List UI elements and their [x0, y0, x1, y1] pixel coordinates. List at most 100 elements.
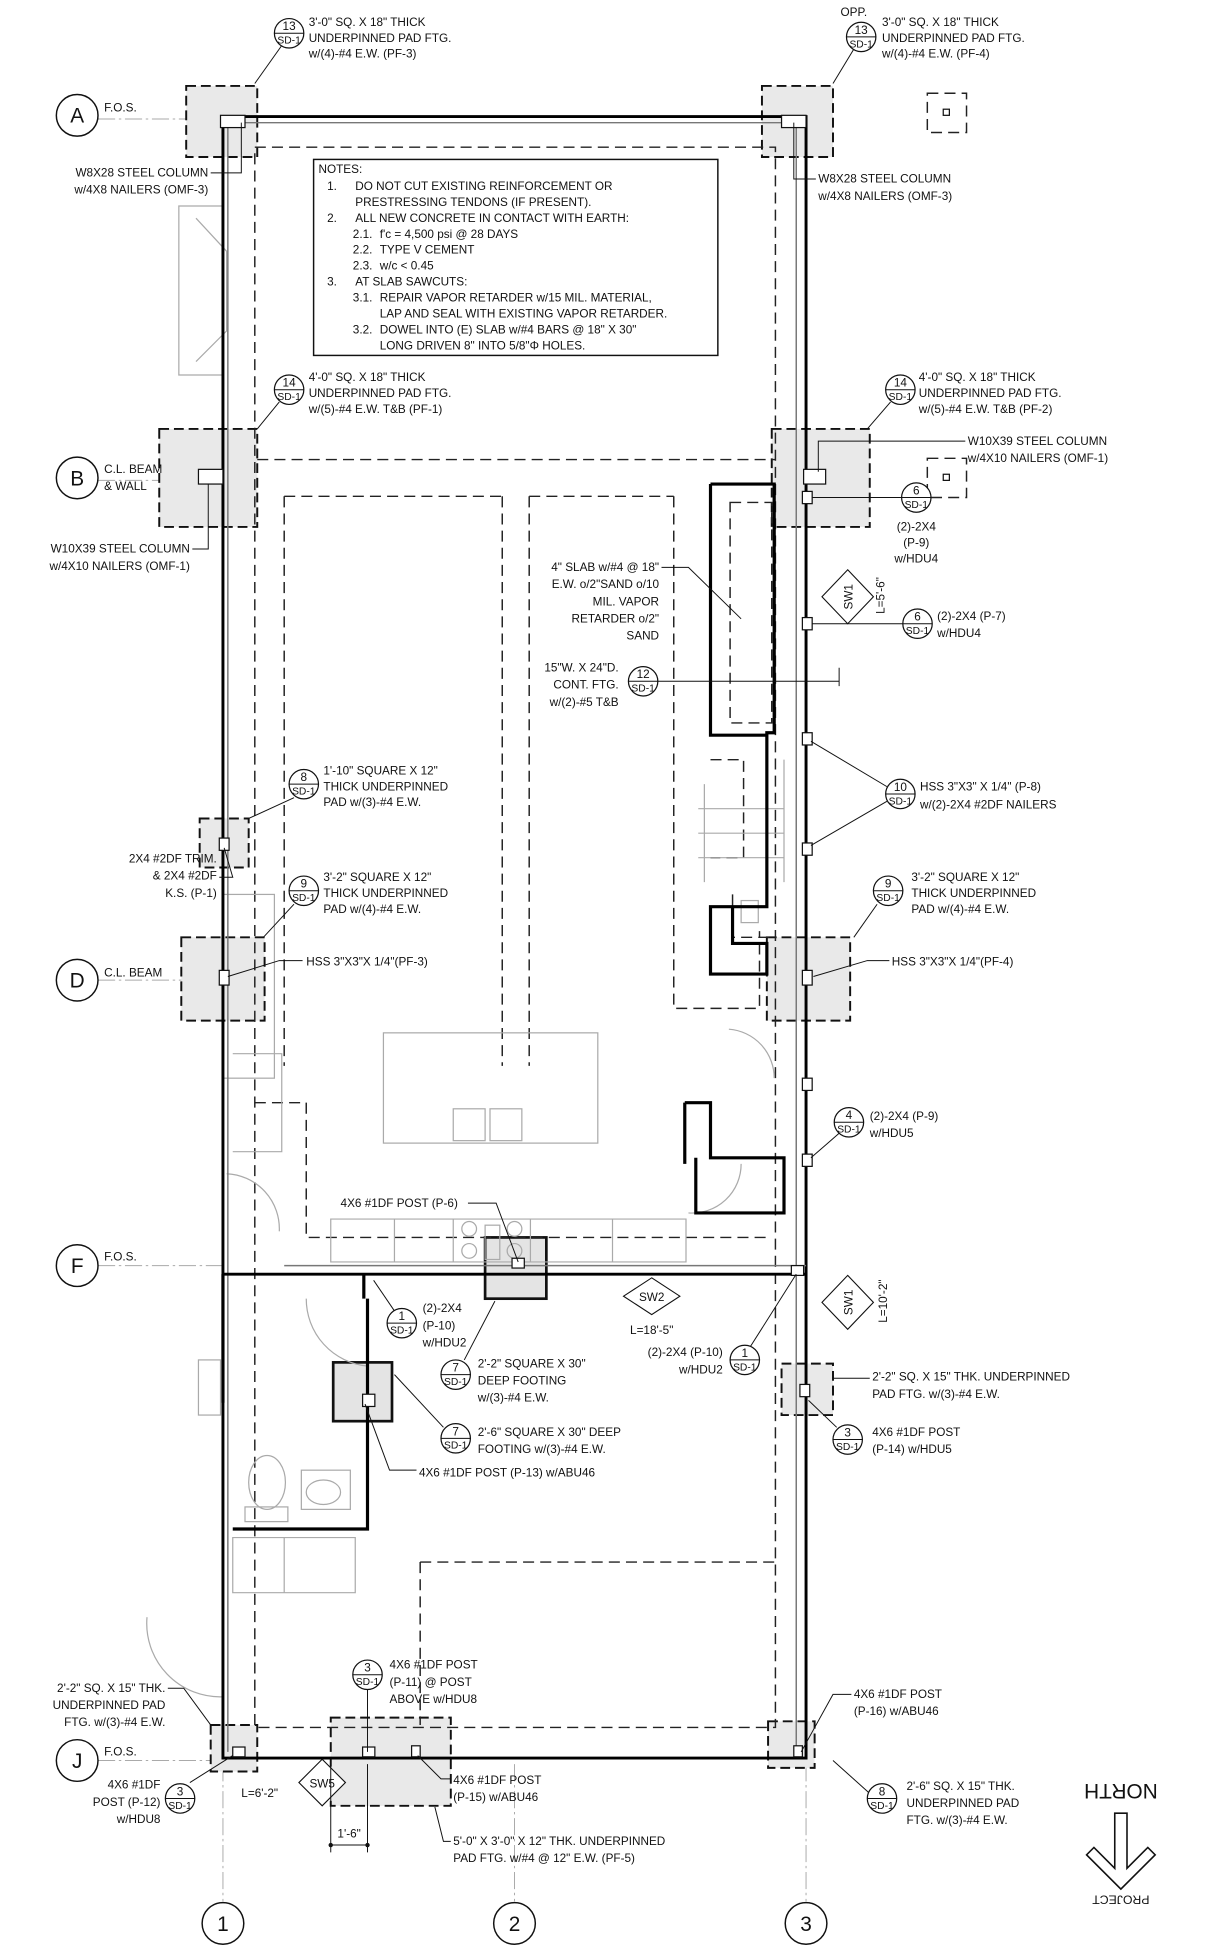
drawing-linework [192, 484, 209, 550]
annotation-text: w/HDU2 [678, 1363, 723, 1376]
detail-callout[interactable]: 3 SD-1 4X6 #1DF POST (P-14) w/HDU5 [832, 1424, 960, 1456]
annotation-text: w/(3)-#4 E.W. [477, 1392, 549, 1405]
drawing-linework [189, 1755, 234, 1783]
bubble-circle [55, 1738, 99, 1783]
detail-callout[interactable]: OPP. 13 SD-1 3'-0" SQ. X 18" THICK UNDER… [841, 6, 1025, 61]
annotation-text: 4'-0" SQ. X 18" THICK [309, 371, 426, 384]
annotation-text: 2'-6" SQ. X 15" THK. [907, 1780, 1015, 1793]
annotation-text: THICK UNDERPINNED [323, 780, 448, 793]
drawing-linework [740, 899, 759, 924]
detail-callout[interactable]: 1 SD-1 (2)-2X4 (P-10) w/HDU2 [386, 1302, 466, 1349]
detail-callout[interactable]: 3 SD-1 4X6 #1DF POST (P-12) w/HDU8 [93, 1779, 196, 1826]
existing-pad [926, 457, 968, 499]
detail-callout[interactable]: 13 SD-1 3'-0" SQ. X 18" THICK UNDERPINNE… [273, 16, 451, 61]
detail-callout[interactable]: 8 SD-1 1'-10" SQUARE X 12" THICK UNDERPI… [288, 764, 448, 809]
drawing-linework [790, 1264, 805, 1277]
detail-callout[interactable]: 9 SD-1 3'-2" SQUARE X 12" THICK UNDERPIN… [872, 871, 1036, 916]
detail-callout[interactable]: 6 SD-1 (2)-2X4 (P-7) w/HDU4 [902, 608, 1006, 640]
drawing-linework [942, 473, 950, 481]
annotation-text: w/(5)-#4 E.W. T&B (PF-2) [918, 403, 1053, 416]
drawing-linework [256, 401, 280, 430]
detail-callout[interactable]: 10 SD-1 HSS 3"X3" X 1/4" (P-8) w/(2)-2X4… [885, 778, 1057, 812]
drawing-linework [305, 1298, 368, 1367]
drawing-linework [373, 1280, 395, 1312]
bubble-circle [784, 1901, 828, 1945]
detail-callout[interactable]: 14 SD-1 4'-0" SQ. X 18" THICK UNDERPINNE… [885, 371, 1062, 416]
drawing-linework [219, 847, 234, 878]
annotation-text: (P-15) w/ABU46 [453, 1791, 538, 1804]
annotation-text: w/HDU8 [116, 1813, 161, 1826]
detail-callout[interactable]: 3 SD-1 4X6 #1DF POST (P-11) @ POST ABOVE… [352, 1659, 478, 1706]
annotation-text: & 2X4 #2DF [153, 870, 217, 883]
existing-pad [926, 92, 968, 134]
drawing-linework [729, 501, 773, 724]
dimension-1-6: 1'-6" [328, 1764, 370, 1853]
detail-callout[interactable]: 9 SD-1 3'-2" SQUARE X 12" THICK UNDERPIN… [288, 871, 448, 916]
annotation-text: SD-1 [390, 1326, 414, 1337]
annotation-text: FTG. w/(3)-#4 E.W. [64, 1716, 165, 1729]
shear-wall-tag-sw5[interactable]: SW5 L=6'-2" [241, 1758, 347, 1807]
detail-callout[interactable]: 7 SD-1 2'-6" SQUARE X 30" DEEP FOOTING w… [440, 1423, 621, 1456]
annotation-text: 13 [855, 24, 869, 37]
annotation-text: 3'-2" SQUARE X 12" [323, 871, 431, 884]
drawing-linework [312, 158, 719, 357]
drawing-linework [227, 960, 303, 977]
annotation-text: 3'-0" SQ. X 18" THICK [309, 16, 426, 29]
annotation-text: w/HDU4 [936, 627, 981, 640]
annotation-text: 2.2. [353, 244, 373, 257]
grid-bubble-d: D C.L. BEAM [55, 958, 162, 1002]
shear-wall-tag-sw1-upper[interactable]: SW1 L=5'-6" [821, 569, 887, 625]
drawing-linework [254, 146, 777, 1729]
detail-callout[interactable]: 12 SD-1 15"W. X 24"D. CONT. FTG. w/(2)-#… [544, 661, 659, 709]
drawing-linework [853, 903, 878, 938]
drawing-linework [801, 490, 813, 505]
drawing-linework [227, 121, 797, 1752]
annotation-text: J [72, 1750, 82, 1773]
drawing-linework [300, 1469, 351, 1510]
footing-outline [254, 146, 777, 1729]
annotation-text: w/(4)-#4 E.W. (PF-4) [881, 48, 990, 61]
drawing-linework [232, 1536, 356, 1594]
drawing-linework [749, 1273, 797, 1348]
drawing-linework [254, 45, 283, 84]
drawing-linework [146, 1617, 223, 1698]
bubble-circle [461, 1242, 478, 1259]
drawing-linework [218, 837, 230, 851]
pad-j1 [209, 1723, 259, 1773]
annotation-text: FOOTING w/(3)-#4 E.W. [478, 1443, 606, 1456]
annotation-text: SD-1 [889, 392, 913, 403]
annotation-text: 8 [301, 771, 308, 784]
annotation-text: ABOVE w/HDU8 [390, 1693, 478, 1706]
annotation-text: (2)-2X4 (P-10) [648, 1346, 723, 1359]
drawing-linework [802, 468, 827, 485]
leader-lines [167, 45, 966, 1842]
drawing-linework [330, 1764, 368, 1853]
annotation-text: C.L. BEAM [104, 967, 162, 980]
annotation-text: SD-1 [277, 392, 301, 403]
annotation-text: PAD w/(4)-#4 E.W. [911, 903, 1009, 916]
drawing-linework [801, 732, 813, 746]
detail-callout[interactable]: 4 SD-1 (2)-2X4 (P-9) w/HDU5 [833, 1106, 938, 1140]
shear-wall-tag-sw2[interactable]: SW2 L=18'-5" [622, 1277, 681, 1337]
detail-callout[interactable]: 6 SD-1 (2)-2X4 (P-9) w/HDU4 [893, 482, 939, 566]
annotation-text: SD-1 [906, 626, 930, 637]
detail-callout[interactable]: 14 SD-1 4'-0" SQ. X 18" THICK UNDERPINNE… [273, 371, 451, 416]
drawing-linework [221, 1274, 370, 1531]
detail-callout[interactable]: 7 SD-1 2'-2" SQUARE X 30" DEEP FOOTING w… [440, 1357, 586, 1405]
annotation-text: SW2 [639, 1291, 664, 1304]
bubble-circle [55, 456, 99, 500]
annotation-text: f'c = 4,500 psi @ 28 DAYS [380, 228, 519, 241]
annotation-text: 2'-2" SQ. X 15" THK. [57, 1682, 165, 1695]
shear-wall-tag-sw1-lower[interactable]: SW1 L=10'-2" [821, 1274, 890, 1331]
annotation-text: w/4X8 NAILERS (OMF-3) [817, 190, 952, 203]
detail-callout[interactable]: 1 SD-1 (2)-2X4 (P-10) w/HDU2 [648, 1344, 761, 1376]
annotation-text: w/HDU5 [869, 1127, 914, 1140]
drawing-linework [221, 115, 808, 1760]
annotation-text: F [71, 1255, 84, 1278]
annotation-text: PAD w/(3)-#4 E.W. [323, 796, 421, 809]
grid-bubble-a: A F.O.S. [55, 93, 137, 137]
annotation-text: 2 [509, 1913, 521, 1936]
drawing-linework [728, 1028, 775, 1079]
drawing-linework [417, 1755, 451, 1780]
detail-callout[interactable]: 8 SD-1 2'-6" SQ. X 15" THK. UNDERPINNED … [866, 1780, 1019, 1827]
